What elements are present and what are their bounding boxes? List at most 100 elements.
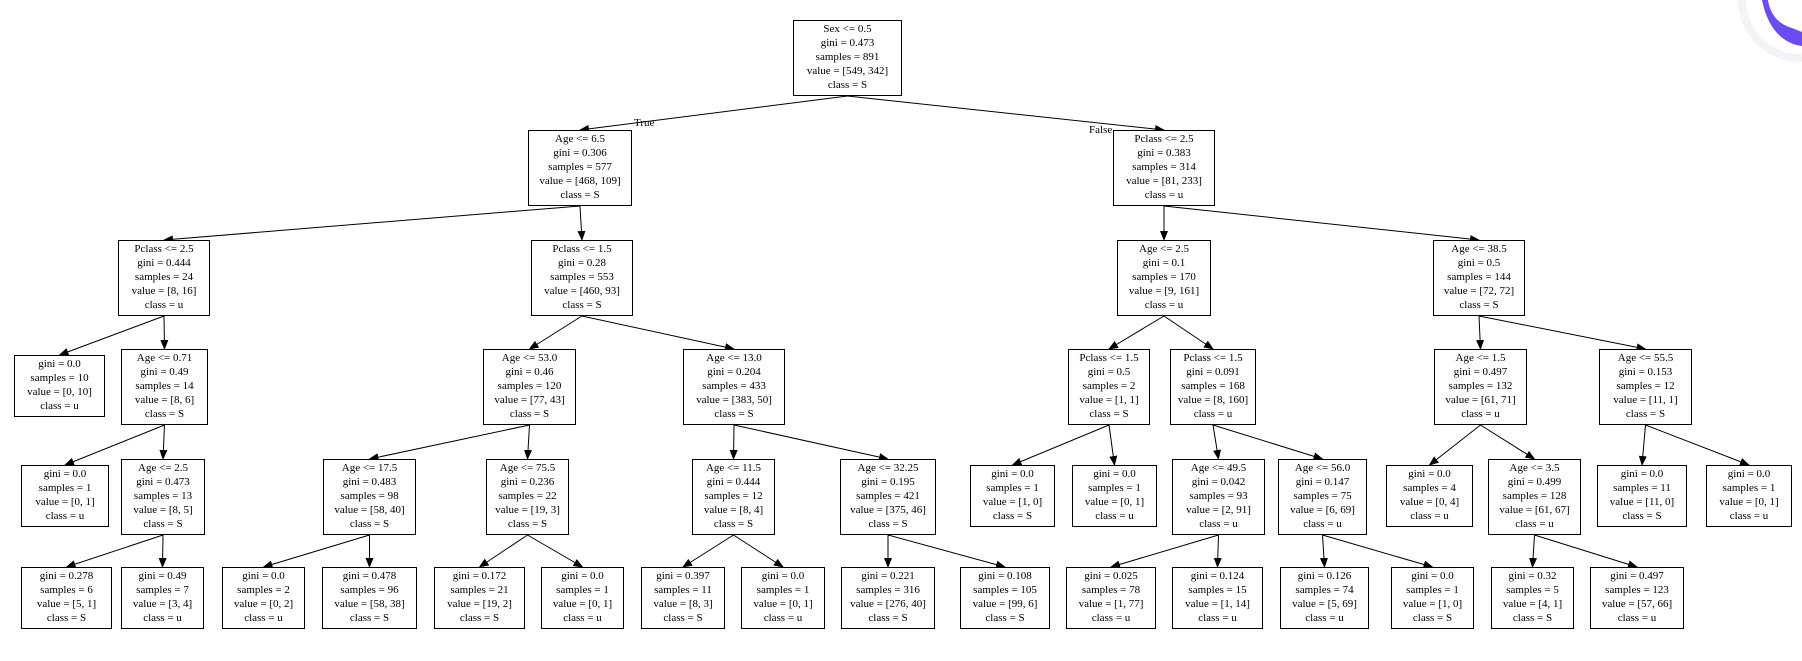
- node-line: samples = 132: [1448, 380, 1513, 392]
- node-line: value = [58, 38]: [334, 598, 405, 610]
- edge-n2-n6: [1163, 205, 1480, 244]
- node-line: value = [468, 109]: [539, 175, 621, 187]
- node-line: value = [11, 1]: [1613, 394, 1678, 406]
- node-line: class = u: [1144, 299, 1184, 311]
- edge-n18-n34: [527, 534, 584, 568]
- node-line: samples = 13: [133, 490, 193, 502]
- node-line: value = [72, 72]: [1443, 285, 1515, 297]
- purple-brand-icon[interactable]: [1732, 0, 1802, 66]
- node-line: gini = 0.473: [136, 476, 190, 488]
- edge-n24-n41: [1319, 534, 1328, 568]
- edge-n9-n18: [524, 424, 533, 460]
- node-line: value = [1, 0]: [982, 496, 1043, 508]
- edge-n19-n35: [682, 534, 734, 568]
- node-line: value = [5, 1]: [36, 598, 97, 610]
- node-line: class = u: [1144, 189, 1184, 201]
- node-line: gini = 0.091: [1186, 366, 1240, 378]
- node-line: class = S: [562, 299, 602, 311]
- node-line: samples = 75: [1293, 490, 1352, 502]
- node-line: samples = 5: [1506, 584, 1559, 596]
- edge-n23-n39: [1110, 534, 1219, 569]
- node-line: value = [4, 1]: [1502, 598, 1563, 610]
- node-line: Age <= 2.5: [138, 462, 188, 474]
- node-line: class = u: [1303, 518, 1342, 530]
- node-line: samples = 144: [1447, 271, 1511, 283]
- edge-n8-n16: [159, 424, 168, 460]
- node-line: value = [61, 71]: [1445, 394, 1516, 406]
- node-line: samples = 891: [815, 51, 880, 63]
- node-line: gini = 0.172: [452, 570, 507, 582]
- node-line: class = S: [144, 408, 185, 420]
- node-line: samples = 6: [40, 584, 93, 596]
- node-line: samples = 1: [986, 482, 1039, 494]
- edge-n14-n28: [1645, 424, 1750, 466]
- node-line: gini = 0.147: [1295, 476, 1350, 488]
- node-line: samples = 22: [498, 490, 557, 502]
- node-line: samples = 2: [237, 584, 290, 596]
- node-line: value = [0, 1]: [1084, 496, 1145, 508]
- node-line: gini = 0.5: [1457, 257, 1501, 269]
- node-line: Age <= 11.5: [705, 462, 762, 474]
- node-line: value = [19, 2]: [447, 598, 512, 610]
- node-line: value = [0, 2]: [233, 598, 294, 610]
- edge-n12-n23: [1212, 424, 1222, 460]
- node-line: samples = 123: [1605, 584, 1669, 596]
- node-line: class = S: [143, 518, 183, 530]
- edge-n13-n26: [1480, 424, 1536, 460]
- node-line: samples = 4: [1403, 482, 1456, 494]
- node-line: samples = 316: [856, 584, 920, 596]
- node-line: value = [383, 50]: [696, 394, 772, 406]
- node-line: Pclass <= 2.5: [1134, 133, 1194, 145]
- node-line: class = u: [1091, 612, 1131, 624]
- node-line: class = S: [507, 518, 548, 530]
- node-line: class = S: [714, 408, 754, 420]
- node-line: samples = 1: [1722, 482, 1776, 494]
- node-line: gini = 0.0: [761, 570, 805, 582]
- node-line: Age <= 56.0: [1294, 462, 1351, 474]
- node-line: class = S: [1625, 408, 1666, 420]
- node-line: samples = 96: [340, 584, 399, 596]
- node-line: gini = 0.0: [1093, 468, 1136, 480]
- node-line: value = [1, 77]: [1078, 598, 1144, 610]
- node-line: samples = 433: [702, 380, 766, 392]
- edge-n4-n10: [581, 315, 735, 351]
- node-line: value = [81, 233]: [1126, 175, 1202, 187]
- node-line: gini = 0.383: [1137, 147, 1191, 159]
- node-line: gini = 0.478: [342, 570, 397, 582]
- node-line: samples = 12: [704, 490, 763, 502]
- node-line: class = u: [1617, 612, 1657, 624]
- node-line: samples = 7: [136, 584, 189, 596]
- node-line: class = S: [46, 612, 87, 624]
- edge-n6-n14: [1478, 315, 1647, 352]
- node-line: gini = 0.28: [557, 257, 607, 269]
- node-line: Pclass <= 1.5: [1183, 352, 1243, 364]
- edge-n16-n29: [65, 534, 164, 568]
- node-line: class = S: [985, 612, 1025, 624]
- true-edge-label: True: [634, 117, 655, 129]
- edge-n3-n7: [58, 315, 165, 356]
- node-line: gini = 0.0: [1727, 468, 1771, 480]
- node-line: class = u: [1305, 612, 1344, 624]
- node-line: value = [61, 67]: [1499, 504, 1570, 516]
- node-line: gini = 0.397: [656, 570, 710, 582]
- edge-n0-n1: [579, 95, 848, 133]
- node-line: Age <= 49.5: [1190, 462, 1247, 474]
- node-line: value = [0, 1]: [1719, 496, 1779, 508]
- node-line: gini = 0.126: [1297, 570, 1352, 582]
